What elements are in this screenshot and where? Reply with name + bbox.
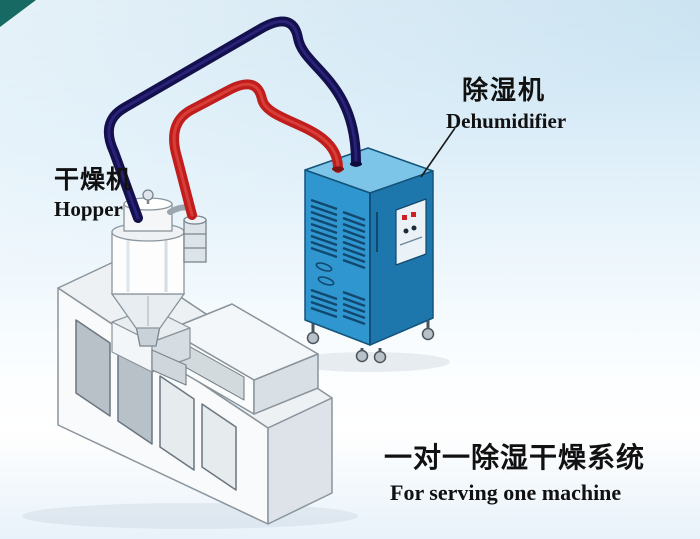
dehumidifier-shadow xyxy=(290,352,450,372)
dehumidifier-pointer-line xyxy=(420,127,456,178)
louver-vents xyxy=(310,198,338,259)
hopper-body xyxy=(111,231,185,295)
oval-vent xyxy=(317,276,335,286)
dehumidifier-label-en: Dehumidifier xyxy=(446,109,567,133)
control-panel xyxy=(395,198,427,266)
machine-shadow xyxy=(22,503,358,529)
hose-flange xyxy=(350,161,362,167)
red-air-hose-highlight xyxy=(172,82,340,217)
gearbox-end-face xyxy=(253,353,319,415)
oval-vent xyxy=(315,262,333,272)
hose-flange xyxy=(332,166,344,172)
caption: 一对一除湿干燥系统 For serving one machine xyxy=(384,436,645,506)
extruder-end-face xyxy=(267,397,333,525)
hopper-label: 干燥机 Hopper xyxy=(54,160,132,222)
caption-en: For serving one machine xyxy=(390,480,622,505)
blower-unit xyxy=(183,219,207,263)
dehumidifier-label-cn: 除湿机 xyxy=(462,76,547,106)
louver-vents xyxy=(310,288,338,319)
louver-vents xyxy=(342,290,366,326)
panel-indicator xyxy=(402,215,407,220)
panel-button xyxy=(411,225,417,231)
lid-fitting-cap xyxy=(142,189,154,201)
corner-accent-triangle xyxy=(0,0,36,27)
extruder-machine xyxy=(57,257,333,525)
panel-button xyxy=(403,228,409,234)
caption-cn: 一对一除湿干燥系统 xyxy=(384,441,646,474)
louver-vents xyxy=(342,210,366,270)
panel-slot xyxy=(399,236,423,246)
dehumidifier-label: 除湿机 Dehumidifier xyxy=(446,70,566,134)
panel-indicator xyxy=(411,212,416,217)
dehumidifier-cabinet xyxy=(304,147,435,364)
air-hoses xyxy=(103,16,362,223)
caster-wheels xyxy=(306,320,435,364)
hopper-label-cn: 干燥机 xyxy=(54,165,133,194)
extruder-panel xyxy=(201,403,237,491)
barrel-connector xyxy=(151,349,187,386)
extruder-panel xyxy=(75,319,111,417)
hopper-dryer xyxy=(110,189,207,347)
hopper-base xyxy=(135,325,161,347)
extruder-panel xyxy=(159,375,195,471)
blue-air-hose-highlight xyxy=(107,19,358,220)
cabinet-front-face xyxy=(304,169,371,346)
hopper-label-en: Hopper xyxy=(54,197,123,221)
